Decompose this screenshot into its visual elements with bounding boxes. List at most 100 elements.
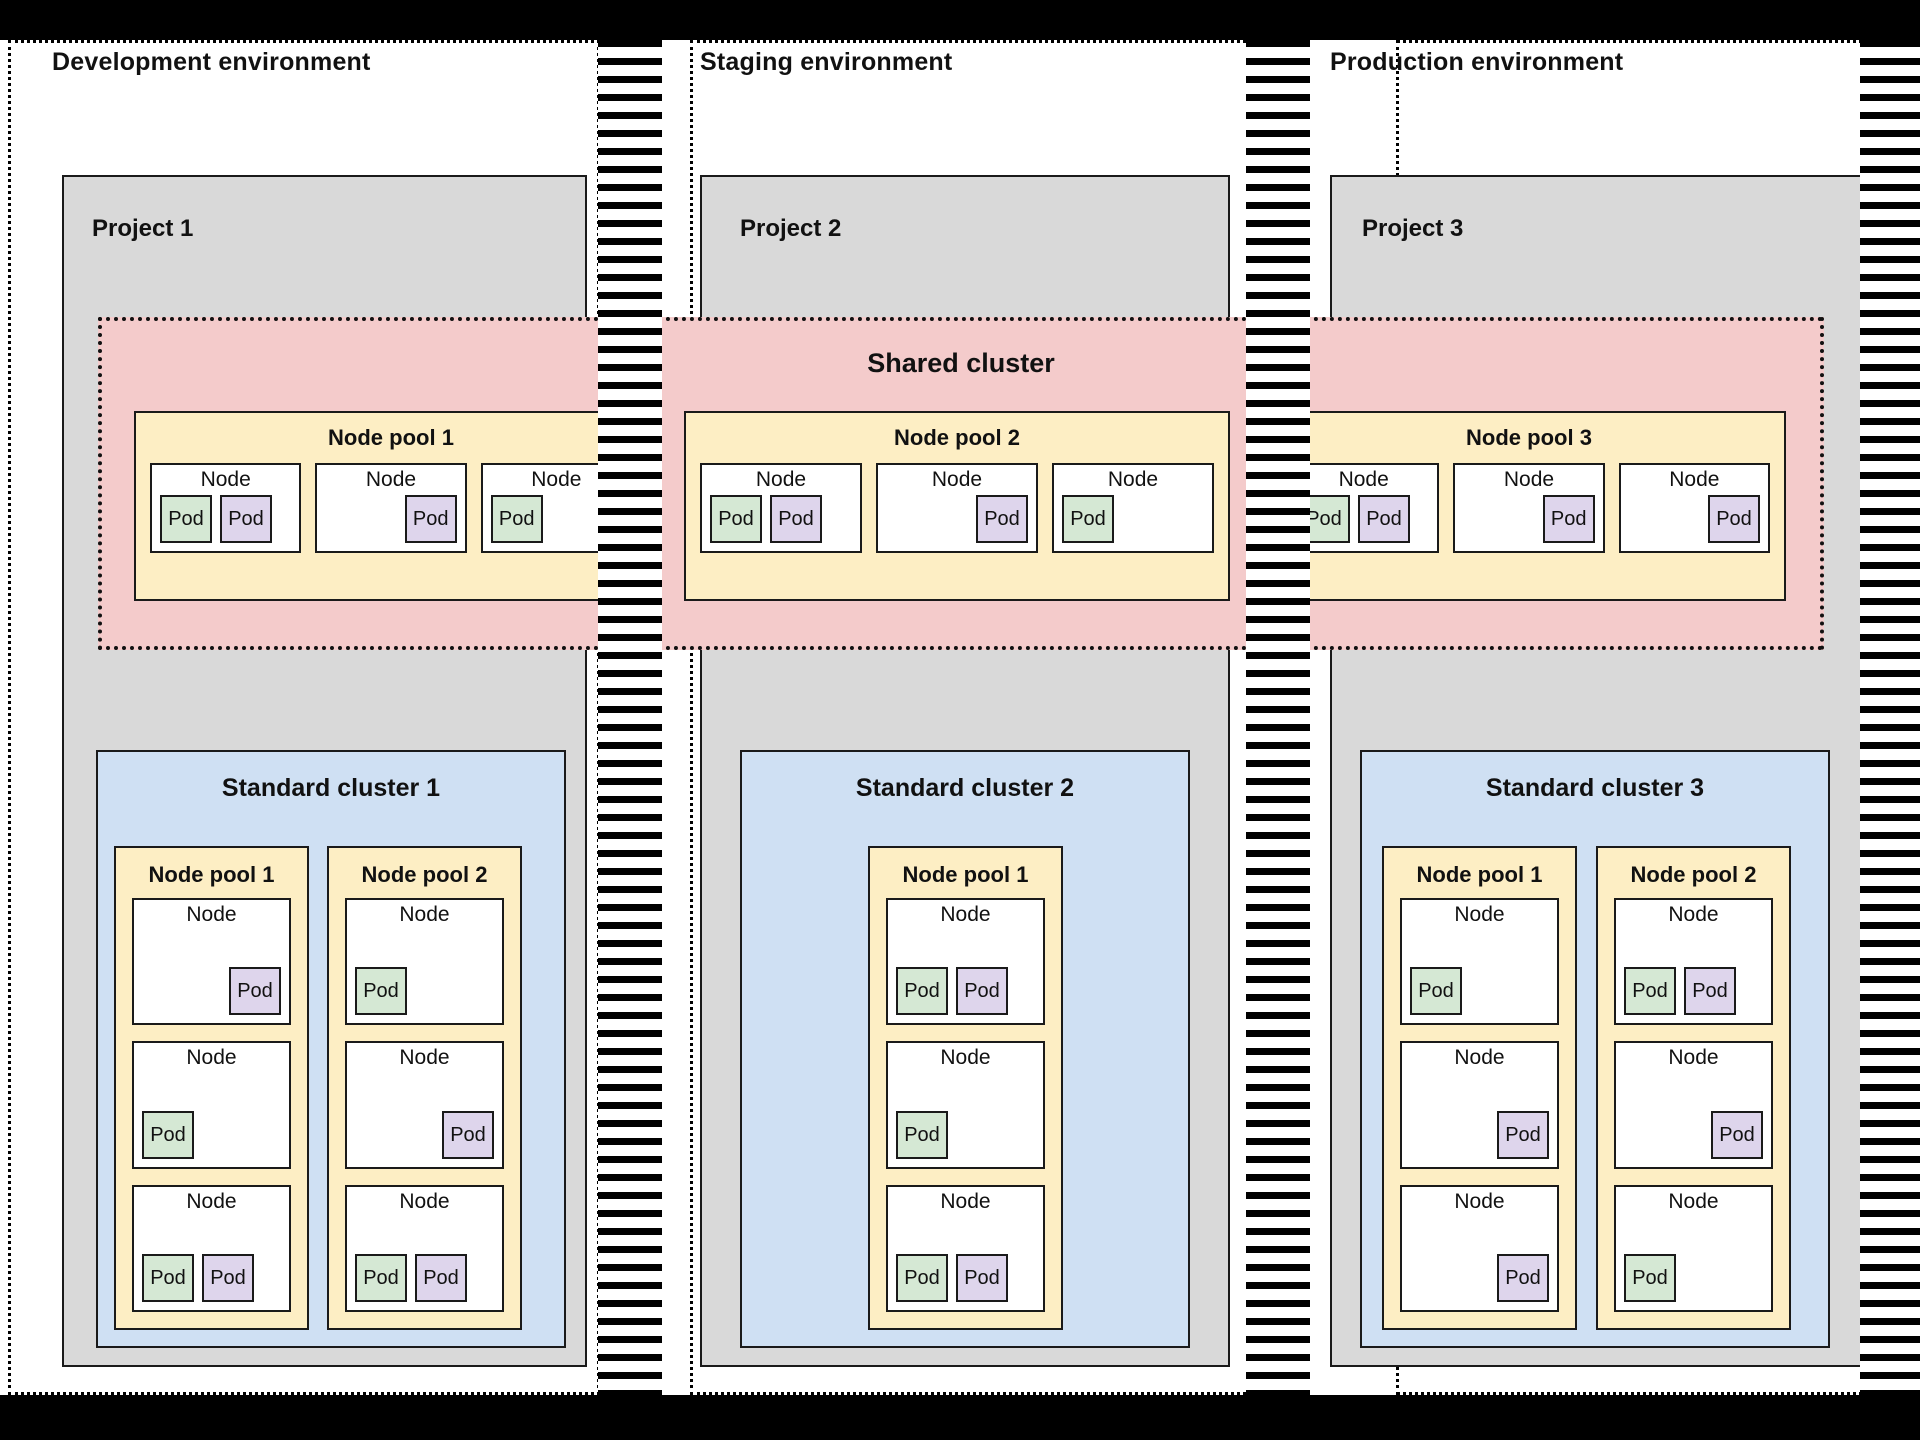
separator-comb-icon	[598, 40, 662, 1395]
pod-purple: Pod	[1358, 495, 1410, 544]
environment-title-development: Development environment	[52, 48, 371, 76]
pod-purple: Pod	[1542, 495, 1595, 544]
std3-node-pool-2-title: Node pool 2	[1630, 862, 1757, 887]
pod-container: Pod	[1455, 491, 1602, 551]
pod-green: Pod	[1624, 1253, 1676, 1302]
pod-green: Pod	[1624, 967, 1676, 1016]
node-label: Node	[186, 1046, 237, 1070]
pod-purple: Pod	[1497, 1110, 1549, 1159]
std1-node-pool-1-title: Node pool 1	[148, 862, 275, 887]
node-label: Node	[1668, 903, 1719, 926]
node-label: Node	[1454, 903, 1505, 926]
pod-purple: Pod	[1497, 1253, 1549, 1302]
pod-container: Pod	[888, 1069, 1043, 1166]
bottom-band	[0, 1395, 1920, 1440]
pod-green: Pod	[355, 967, 407, 1016]
node-label: Node	[365, 468, 417, 491]
shared-cluster-title: Shared cluster	[867, 348, 1055, 378]
pod-green: Pod	[142, 1110, 194, 1159]
node-label: Node	[399, 1189, 450, 1213]
pod-purple: Pod	[442, 1110, 494, 1159]
pod-container: Pod	[483, 491, 630, 551]
pod-purple: Pod	[1684, 967, 1736, 1016]
node-label: Node	[940, 1189, 991, 1213]
pod-container: Pod	[1616, 1069, 1771, 1166]
std3-node-pool-1-title: Node pool 1	[1416, 862, 1543, 887]
node-label: Node	[531, 468, 582, 491]
pod-container: Pod	[1616, 1213, 1771, 1310]
environment-title-staging: Staging environment	[700, 48, 953, 76]
top-band	[0, 0, 1920, 40]
standard-cluster-2-title: Standard cluster 2	[855, 774, 1075, 802]
pod-container: Pod	[878, 491, 1036, 551]
project-title-1: Project 1	[92, 215, 194, 242]
node-label: Node	[931, 468, 983, 491]
shared-node-pool-1-title: Node pool 1	[328, 425, 454, 450]
separator-comb-icon	[1246, 40, 1310, 1395]
node-label: Node	[186, 1189, 237, 1213]
pod-container: Pod	[347, 1069, 502, 1166]
pod-purple: Pod	[956, 1253, 1008, 1302]
node-label: Node	[200, 468, 251, 491]
pod-container: Pod	[134, 926, 289, 1023]
node-label: Node	[1454, 1189, 1505, 1213]
pod-green: Pod	[142, 1253, 194, 1302]
shared-node-pool-2-title: Node pool 2	[894, 425, 1020, 450]
environment-separator-3	[1860, 40, 1920, 1395]
pod-container: Pod	[317, 491, 464, 551]
pod-green: Pod	[896, 1253, 948, 1302]
pod-purple: Pod	[1711, 1110, 1763, 1159]
pod-purple: Pod	[220, 495, 272, 544]
pod-purple: Pod	[770, 495, 822, 544]
pod-green: Pod	[710, 495, 762, 544]
node-label: Node	[940, 903, 991, 926]
pod-purple: Pod	[229, 967, 281, 1016]
separator-spine-icon	[647, 40, 652, 1395]
node-label: Node	[1668, 1189, 1719, 1213]
standard-cluster-1-title: Standard cluster 1	[221, 774, 441, 802]
pod-purple: Pod	[415, 1253, 467, 1302]
environment-separator-1	[598, 40, 662, 1395]
node-label: Node	[1338, 468, 1389, 491]
pod-purple: Pod	[956, 967, 1008, 1016]
pod-container: Pod	[134, 1069, 289, 1166]
project-title-2: Project 2	[740, 215, 842, 242]
node-label: Node	[1669, 468, 1720, 491]
pod-green: Pod	[355, 1253, 407, 1302]
pod-green: Pod	[160, 495, 212, 544]
node-label: Node	[186, 903, 237, 926]
std2-node-pool-1-title: Node pool 1	[902, 862, 1029, 887]
